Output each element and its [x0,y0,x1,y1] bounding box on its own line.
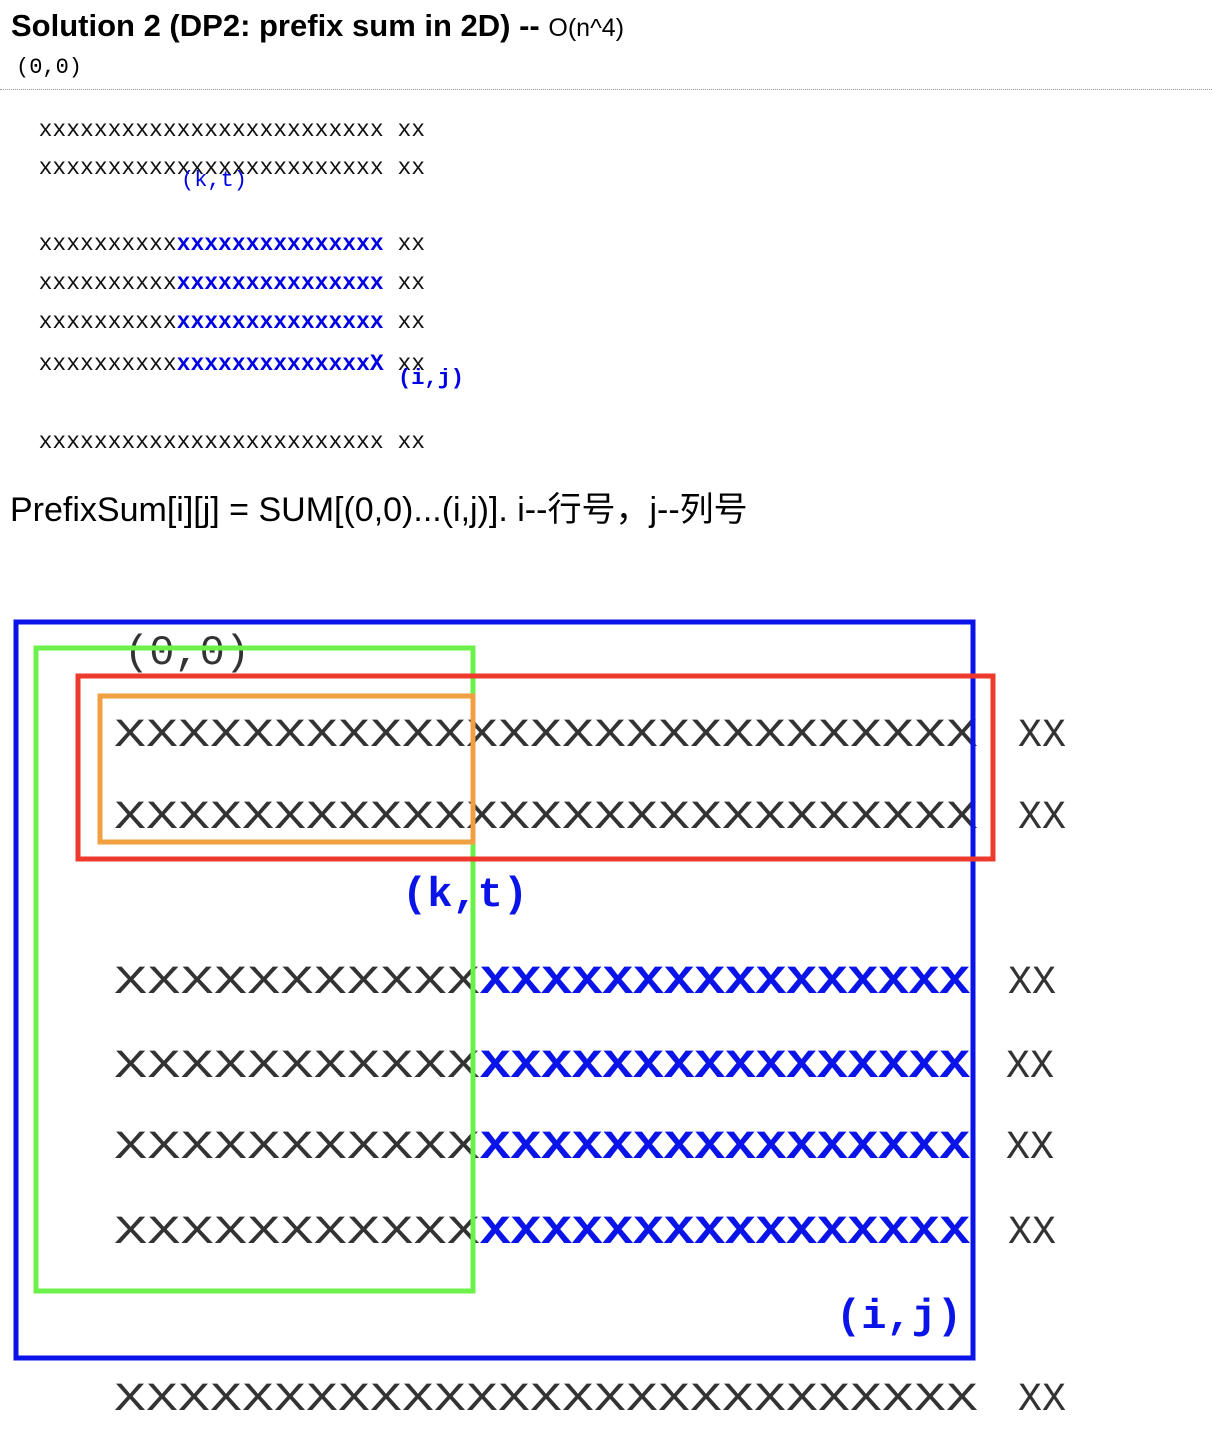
row-tail: xx [383,231,426,257]
row-tail: xx [383,429,426,455]
grid-row-4: xxxxxxxxxxxxxxxxxxxxxxxxx xx [11,249,426,296]
row-highlight: xxxxxxxxxxxxxxx [176,231,384,257]
diagram-row-tail: XX [1018,796,1066,841]
diagram-row-highlight: XXXXXXXXXXXXXXXX [480,1211,970,1256]
diagram-row-plain: XXXXXXXXXXXXXXXXXXXXXXXXXXX [114,714,978,759]
diagram-row-tail: XX [1006,1126,1054,1171]
green-prefix-box [33,645,476,1294]
row-highlight: xxxxxxxxxxxxxxx [176,309,384,335]
grid-row-5: xxxxxxxxxxxxxxxxxxxxxxxxx xx [11,288,426,335]
row-plain: xxxxxxxxxx [38,270,177,296]
diagram-row-plain: XXXXXXXXXXX [114,1126,480,1171]
section-title: Solution 2 (DP2: prefix sum in 2D) -- [11,8,540,43]
section-heading: Solution 2 (DP2: prefix sum in 2D) -- O(… [11,8,624,44]
row-plain: xxxxxxxxxxxxxxxxxxxxxxxxx [38,429,384,455]
diagram-row-tail: XX [1008,961,1056,1006]
diagram-row-plain: XXXXXXXXXXX [114,1045,480,1090]
diagram-row-plain: XXXXXXXXXXX [114,1211,480,1256]
red-prefix-box [75,673,996,862]
outer-prefix-box [13,619,976,1361]
diagram-origin-label: (0,0) [124,629,250,677]
row-plain: xxxxxxxxxxxxxxxxxxxxxxxxx [38,117,384,143]
diagram-ij-label: (i,j) [836,1293,962,1341]
prefix-sum-formula: PrefixSum[i][j] = SUM[(0,0)...(i,j)]. i-… [10,491,748,529]
grid-row-3: xxxxxxxxxxxxxxxxxxxxxxxxx xx [11,210,426,257]
diagram-row-tail: XX [1018,1378,1066,1423]
grid-row-6: xxxxxxxxxxxxxxxxxxxxxxxxX xx [11,330,426,377]
diagram-row-plain: XXXXXXXXXXXXXXXXXXXXXXXXXXX [114,1378,978,1423]
dotted-divider [0,89,1212,90]
grid-row-7: xxxxxxxxxxxxxxxxxxxxxxxxx xx [11,408,425,454]
diagram-row-tail: XX [1006,1045,1054,1090]
diagram-row-plain: XXXXXXXXXXX [114,961,480,1006]
row-highlight: xxxxxxxxxxxxxxX [176,351,384,377]
row-plain: xxxxxxxxxx [38,309,177,335]
ij-label: (i,j) [398,366,465,391]
row-plain: xxxxxxxxxx [38,231,177,257]
row-plain: xxxxxxxxxx [38,351,177,377]
origin-label: (0,0) [16,55,83,80]
diagram-row-highlight: XXXXXXXXXXXXXXXX [480,961,970,1006]
row-tail: xx [383,270,426,296]
complexity-label: O(n^4) [548,14,625,42]
diagram-kt-label: (k,t) [402,871,528,919]
orange-prefix-box [97,693,476,845]
row-highlight: xxxxxxxxxxxxxxx [176,270,384,296]
grid-row-1: xxxxxxxxxxxxxxxxxxxxxxxxx xx [11,96,425,142]
row-tail: xx [383,117,426,143]
row-tail: xx [383,309,426,335]
diagram-row-highlight: XXXXXXXXXXXXXXXX [480,1126,970,1171]
row-tail: xx [383,351,426,377]
row-plain: xxxxxxxxxxxxxxxxxxxxxxxxx [38,155,384,181]
diagram-row-tail: XX [1018,714,1066,759]
kt-label: (k,t) [181,168,248,193]
diagram-row-tail: XX [1008,1211,1056,1256]
row-tail: xx [383,155,426,181]
diagram-row-plain: XXXXXXXXXXXXXXXXXXXXXXXXXXX [114,796,978,841]
diagram-row-highlight: XXXXXXXXXXXXXXXX [480,1045,970,1090]
grid-row-2: xxxxxxxxxxxxxxxxxxxxxxxxx xx [11,134,425,180]
